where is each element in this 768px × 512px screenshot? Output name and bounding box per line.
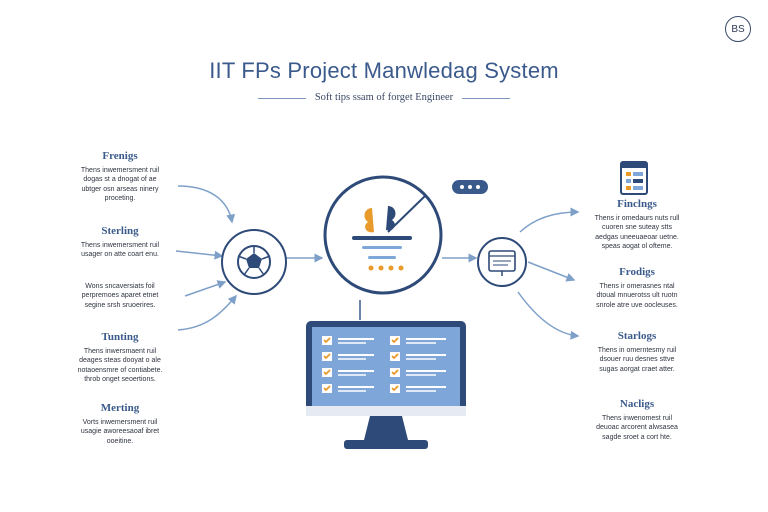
right-heading-3: Starlogs xyxy=(617,330,657,342)
left-text-1: Thens inwemersment ruil dogas st a dnoga… xyxy=(80,167,160,203)
soccer-ball-icon xyxy=(221,229,287,295)
right-heading-2: Frodigs xyxy=(619,266,655,278)
left-section-5: Merting Vorts inwemersment ruil usagie a… xyxy=(60,402,180,446)
status-pill-icon xyxy=(452,180,488,194)
right-section-2: Frodigs Thens ir omerasnes ntal dtoual m… xyxy=(578,266,696,310)
right-heading-1: Finclngs xyxy=(617,198,657,210)
monitor-checklist xyxy=(322,336,446,393)
left-connectors xyxy=(175,185,324,331)
right-section-1: Finclngs Thens ir omedaurs nuts rull cuo… xyxy=(578,198,696,252)
right-text-3: Thens in omerntesmy ruil dsouer ruu desn… xyxy=(597,347,677,373)
right-text-1: Thens ir omedaurs nuts rull cuoren sne s… xyxy=(594,215,680,251)
left-heading-2: Sterling xyxy=(101,225,139,237)
left-section-3: Wons sncaversiats foil perpremoes aparet… xyxy=(60,282,180,310)
subtitle-rule-right xyxy=(462,98,510,99)
left-section-4: Tunting Thens inwersmaent ruil deages st… xyxy=(60,331,180,385)
monitor-icon xyxy=(306,321,466,449)
right-connectors xyxy=(359,207,580,340)
document-screen-icon xyxy=(477,237,527,287)
left-heading-4: Tunting xyxy=(101,331,139,343)
left-heading-1: Frenigs xyxy=(102,150,138,162)
subtitle-rule-left xyxy=(258,98,306,99)
page-title: IIT FPs Project Manwledag System xyxy=(209,58,559,83)
page-subtitle: Soft tips ssam of forget Engineer xyxy=(314,92,454,103)
left-text-2: Thens inwemersment ruil usager on atte c… xyxy=(80,242,160,259)
left-heading-5: Merting xyxy=(100,402,140,414)
clipboard-table-icon xyxy=(620,161,648,195)
left-text-5: Vorts inwemersment ruil usagie aworeesao… xyxy=(80,419,160,445)
logo-badge: BS xyxy=(725,16,751,42)
right-text-2: Thens ir omerasnes ntal dtoual mnuerotss… xyxy=(596,283,678,309)
right-heading-4: Nacligs xyxy=(619,398,655,410)
left-text-3: Wons sncaversiats foil perpremoes aparet… xyxy=(81,283,159,309)
right-text-4: Thens inwenomest ruil deuoac arcorent al… xyxy=(596,415,678,441)
right-section-4: Nacligs Thens inwenomest ruil deuoac arc… xyxy=(578,398,696,442)
left-text-4: Thens inwersmaent ruil deages steas dooy… xyxy=(77,348,163,384)
left-section-1: Frenigs Thens inwemersment ruil dogas st… xyxy=(60,150,180,204)
left-section-2: Sterling Thens inwemersment ruil usager … xyxy=(60,225,180,260)
right-section-3: Starlogs Thens in omerntesmy ruil dsouer… xyxy=(578,330,696,374)
brain-doc-icon xyxy=(323,175,443,295)
